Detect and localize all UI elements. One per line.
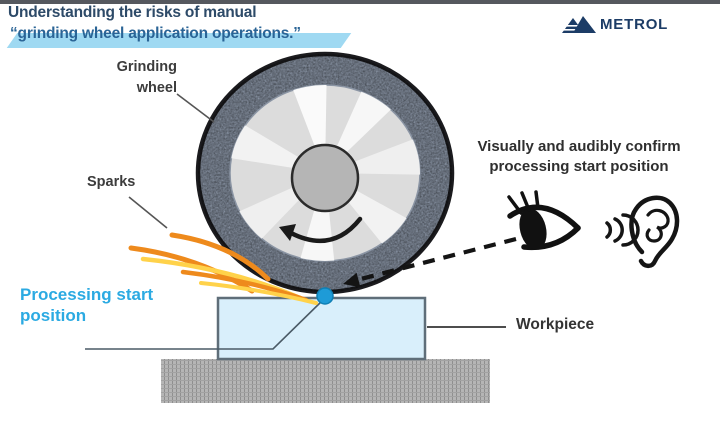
- confirm-note: Visually and audibly confirm processing …: [452, 137, 706, 177]
- confirm-note-line1: Visually and audibly confirm: [477, 138, 681, 155]
- grinding-wheel-label: Grinding wheel: [99, 57, 177, 99]
- processing-start-label-line1: Processing start: [20, 285, 154, 304]
- confirm-note-line2: processing start position: [489, 158, 669, 175]
- sparks-leader-line: [128, 196, 168, 229]
- processing-start-leader-line: [85, 298, 325, 350]
- top-border-bar: [0, 0, 720, 4]
- grinding-wheel-label-line2: wheel: [136, 80, 177, 96]
- dashed-sightline-arrow: [343, 236, 517, 288]
- ear-with-sound-waves-icon: [605, 195, 680, 269]
- workpiece-label: Workpiece: [516, 316, 595, 333]
- sparks-label: Sparks: [87, 174, 136, 190]
- processing-start-dot: [316, 287, 334, 305]
- grinding-wheel-graphic: [195, 51, 455, 295]
- grinding-wheel-label-line1: Grinding: [116, 59, 177, 75]
- processing-start-label-line2: position: [20, 306, 87, 325]
- metrol-mountain-icon: [561, 16, 596, 33]
- metrol-logo-text: METROL: [600, 15, 669, 33]
- counterclockwise-rotation-arrow-icon: [279, 216, 363, 244]
- metrol-logo: METROL: [561, 13, 668, 35]
- page-title: Understanding the risks of manual: [8, 4, 257, 21]
- grinding-wheel-leader-line: [176, 93, 215, 123]
- machine-base: [161, 359, 490, 403]
- processing-start-label: Processing start position: [20, 284, 153, 326]
- page-subtitle: “grinding wheel application operations.”: [10, 25, 301, 42]
- eye-icon: [507, 190, 581, 251]
- workpiece-block: [216, 296, 427, 361]
- sparks-graphic: [128, 232, 318, 305]
